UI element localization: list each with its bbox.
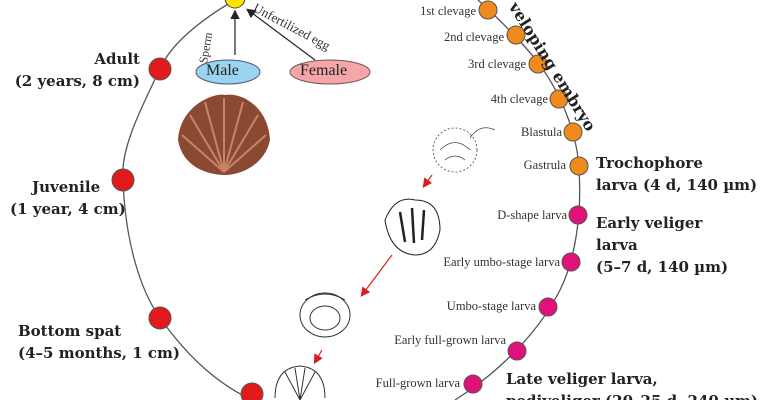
- stage-detail: (5–7 d, 140 µm): [596, 258, 729, 276]
- stage-detail: larva: [596, 236, 638, 254]
- larva-step-label: Early umbo-stage larva: [443, 255, 560, 269]
- d-shape-larva-sketch: [384, 198, 441, 256]
- stage-detail: (2 years, 8 cm): [14, 72, 140, 90]
- stage-detail: (4–5 months, 1 cm): [18, 344, 180, 362]
- stage-late-veliger: Late veliger larva, pediveliger (20–25 d,…: [506, 368, 758, 400]
- larva-step-label: D-shape larva: [497, 208, 567, 222]
- stage-detail: (1 year, 4 cm): [10, 200, 126, 218]
- larva-dot: [561, 252, 581, 272]
- embryo-step-label: 1st clevage: [420, 4, 476, 18]
- female-label: Female: [300, 62, 348, 79]
- stage-juvenile: Juvenile (1 year, 4 cm): [10, 176, 126, 220]
- larva-dot: [463, 374, 483, 394]
- larva-step-label: Early full-grown larva: [394, 333, 506, 347]
- embryo-step-label: 3rd clevage: [468, 57, 526, 71]
- egg-arrow: [246, 8, 316, 61]
- stage-bottom-spat: Bottom spat (4–5 months, 1 cm): [18, 320, 180, 364]
- bottom-spat-dot: [148, 306, 172, 330]
- stage-detail: pediveliger (20–25 d, 240 µm): [506, 390, 758, 400]
- larva-dot: [507, 341, 527, 361]
- cycle-right-arc: [454, 0, 581, 400]
- embryo-dot: [528, 54, 548, 74]
- stage-dot: [240, 382, 264, 400]
- stage-name: Trochophore: [596, 154, 703, 172]
- embryo-step-label: Gastrula: [523, 158, 566, 172]
- embryo-dot: [506, 25, 526, 45]
- embryo-dot: [563, 122, 583, 142]
- embryo-dot: [569, 156, 589, 176]
- embryo-step-label: 4th clevage: [490, 92, 548, 106]
- stage-early-veliger: Early veliger larva (5–7 d, 140 µm): [596, 212, 728, 278]
- embryo-dot: [478, 0, 498, 20]
- red-arrow: [360, 254, 393, 297]
- stage-name: Bottom spat: [18, 322, 122, 340]
- embryo-step-label: Blastula: [521, 125, 562, 139]
- stage-adult: Adult (2 years, 8 cm): [15, 48, 140, 92]
- umbo-larva-sketch: [299, 292, 351, 338]
- trochophore-sketch: [432, 127, 496, 173]
- juvenile-shell-sketch: [274, 365, 326, 400]
- female-ellipse: [289, 59, 371, 85]
- embryo-step-label: 2nd clevage: [443, 30, 504, 44]
- larva-step-label: Full-grown larva: [375, 376, 460, 390]
- larva-dot: [568, 205, 588, 225]
- larva-step-label: Umbo-stage larva: [446, 299, 536, 313]
- larva-dot: [538, 297, 558, 317]
- red-arrow: [313, 349, 323, 365]
- red-arrow: [422, 174, 433, 188]
- stage-detail: larva (4 d, 140 µm): [596, 176, 758, 194]
- male-ellipse: [195, 59, 261, 85]
- zygote-dot: [224, 0, 246, 9]
- adult-dot: [148, 57, 172, 81]
- stage-trochophore: Trochophore larva (4 d, 140 µm): [596, 152, 757, 196]
- stage-name: Early veliger: [596, 214, 703, 232]
- embryo-dot: [549, 89, 569, 109]
- juvenile-dot: [111, 168, 135, 192]
- stage-name: Adult: [94, 50, 140, 68]
- stage-name: Late veliger larva,: [506, 370, 658, 388]
- male-label: Male: [206, 62, 239, 79]
- stage-name: Juvenile: [32, 178, 101, 196]
- adult-scallop-illustration: [178, 94, 270, 175]
